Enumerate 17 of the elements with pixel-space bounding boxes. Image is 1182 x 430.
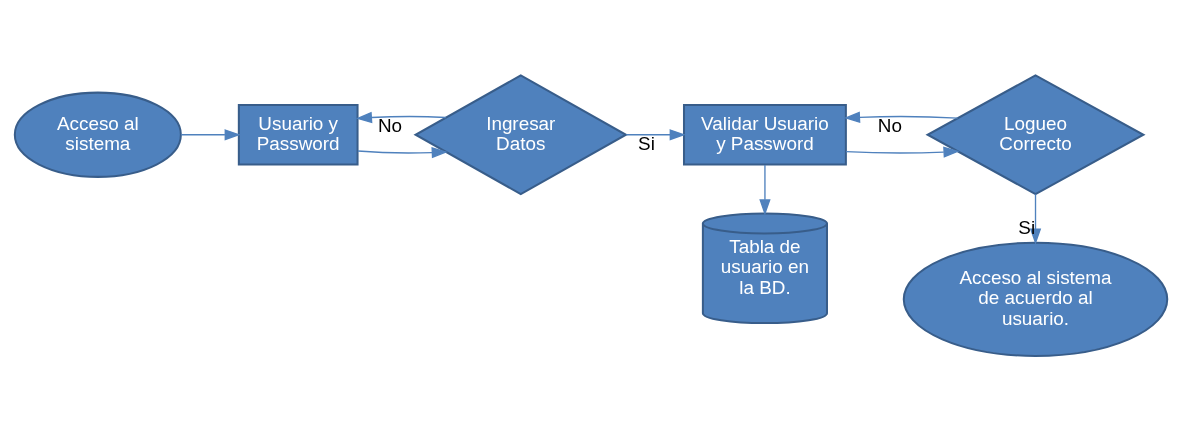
arrow xyxy=(180,128,241,140)
node-box: Validar Usuario y Password xyxy=(683,103,847,165)
edge-label: Si xyxy=(638,132,655,154)
node-box: Usuario y Password xyxy=(237,103,359,165)
arrow xyxy=(355,111,447,123)
arrow xyxy=(357,146,448,158)
node-ellipse: Acceso al sistema xyxy=(13,91,182,178)
arrow xyxy=(625,128,686,140)
edge-label: No xyxy=(877,114,902,136)
arrow xyxy=(845,145,960,158)
arrow xyxy=(843,111,959,123)
node-diamond: Logueo Correcto xyxy=(925,73,1146,195)
edge-label: No xyxy=(377,114,403,136)
node-ellipse: Acceso al sistema de acuerdo al usuario. xyxy=(902,241,1169,357)
edge-label: Si xyxy=(1018,216,1036,238)
node-diamond: Ingresar Datos xyxy=(413,73,629,195)
arrow xyxy=(759,163,771,216)
